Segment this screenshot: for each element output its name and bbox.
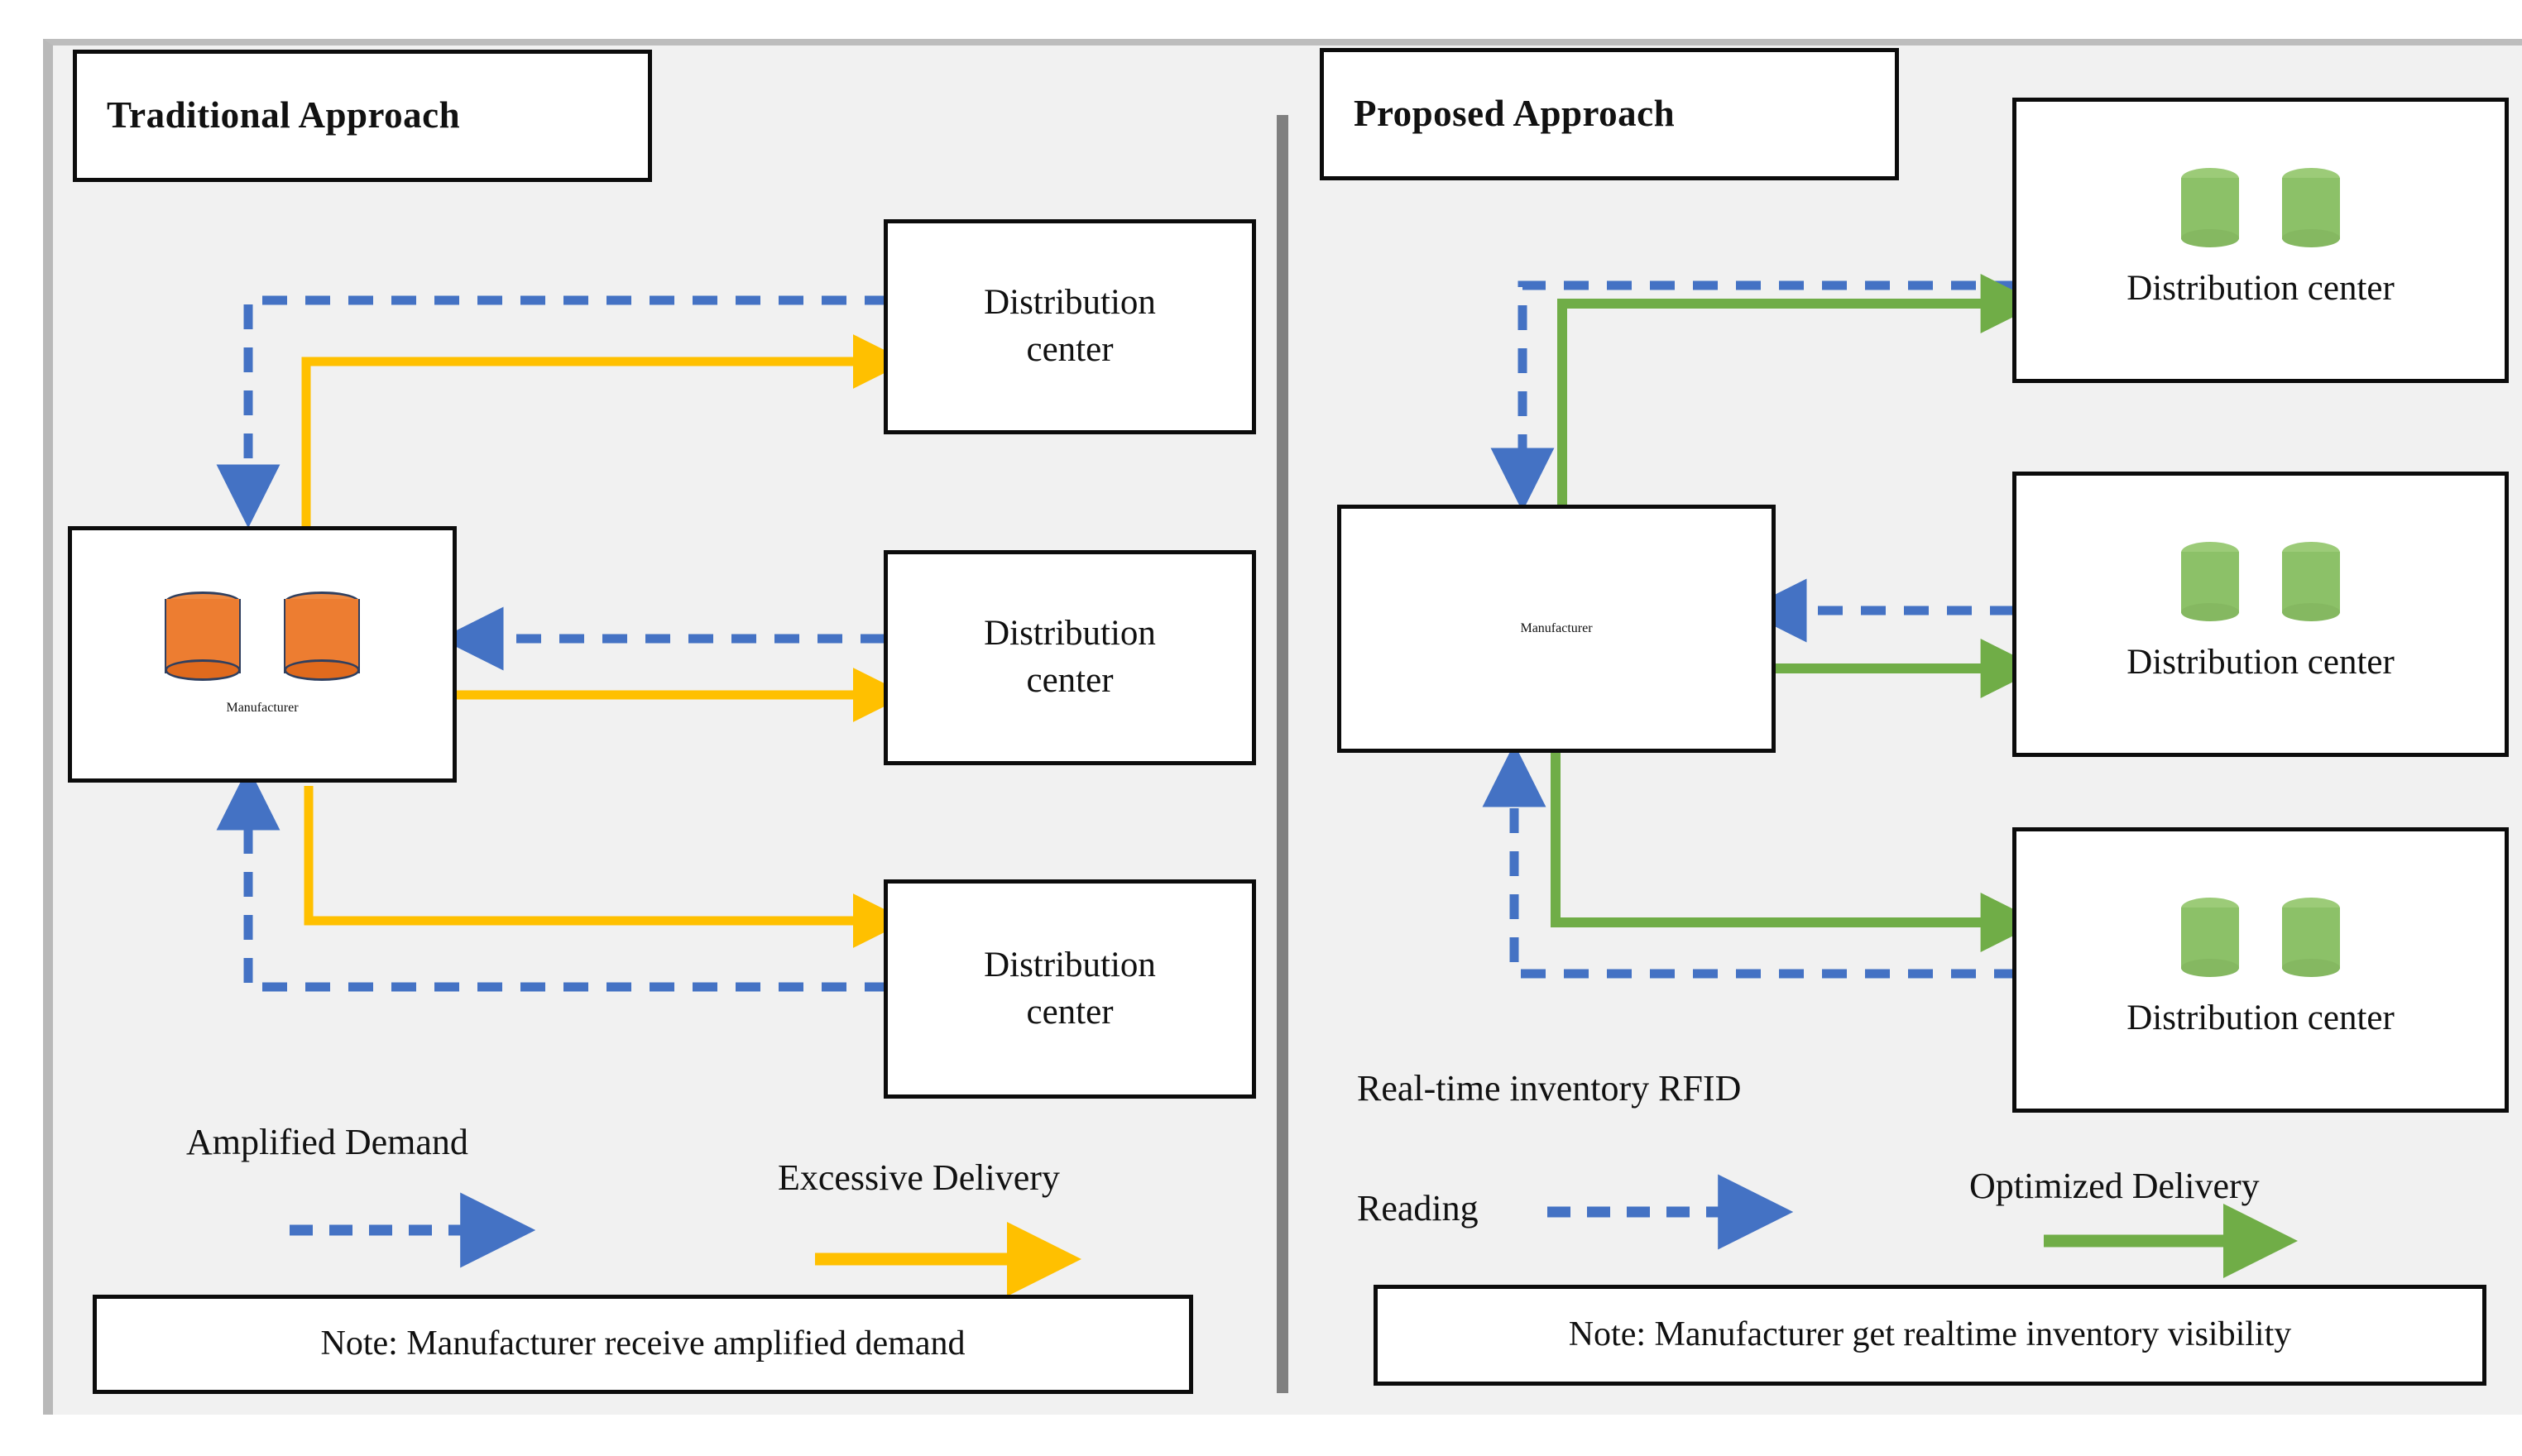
database-cylinder-icon	[284, 592, 360, 682]
dc-cylinder-group	[2181, 168, 2340, 248]
distribution-center-label: Distribution center	[2126, 999, 2395, 1038]
distribution-center-label: Distribution center	[2126, 643, 2395, 682]
legend-label-optimized-delivery: Optimized Delivery	[1969, 1166, 2260, 1206]
distribution-center-box-3: Distribution center	[2012, 827, 2509, 1113]
dc-cylinder-group	[2181, 542, 2340, 622]
database-cylinder-icon	[2282, 898, 2340, 978]
database-cylinder-icon	[165, 592, 241, 682]
database-cylinder-icon	[2181, 542, 2239, 622]
manufacturer-label: Manufacturer	[1520, 621, 1593, 636]
legend-label-amplified-demand: Amplified Demand	[186, 1122, 468, 1162]
note-box-traditional: Note: Manufacturer receive amplified dem…	[93, 1295, 1193, 1394]
distribution-center-label-line1: Distribution	[984, 614, 1156, 654]
distribution-center-label-line2: center	[1026, 330, 1114, 369]
manufacturer-label: Manufacturer	[226, 701, 299, 716]
distribution-center-label: Distribution center	[2126, 269, 2395, 309]
note-box-proposed: Note: Manufacturer get realtime inventor…	[1374, 1285, 2486, 1386]
manufacturer-cylinder-group	[165, 592, 360, 682]
proposed-approach-title: Proposed Approach	[1354, 93, 1676, 135]
legend-label-rfid-reading-line2: Reading	[1357, 1188, 1479, 1228]
note-text-traditional: Note: Manufacturer receive amplified dem…	[320, 1324, 966, 1363]
distribution-center-label-line1: Distribution	[984, 283, 1156, 323]
distribution-center-label-line2: center	[1026, 661, 1114, 700]
traditional-approach-title-box: Traditional Approach	[73, 50, 652, 182]
note-text-proposed: Note: Manufacturer get realtime inventor…	[1568, 1315, 2292, 1354]
proposed-approach-title-box: Proposed Approach	[1320, 48, 1899, 180]
distribution-center-box-1: Distribution center	[884, 219, 1256, 434]
database-cylinder-icon	[2282, 542, 2340, 622]
panel-divider	[1277, 115, 1288, 1393]
database-cylinder-icon	[2181, 898, 2239, 978]
distribution-center-box-3: Distribution center	[884, 879, 1256, 1099]
manufacturer-box-traditional: Manufacturer	[68, 526, 457, 783]
distribution-center-box-1: Distribution center	[2012, 98, 2509, 383]
legend-label-excessive-delivery: Excessive Delivery	[778, 1157, 1060, 1198]
legend-label-rfid-reading-line1: Real-time inventory RFID	[1357, 1068, 1742, 1109]
traditional-approach-title: Traditional Approach	[107, 94, 461, 136]
distribution-center-box-2: Distribution center	[884, 550, 1256, 765]
distribution-center-label-line1: Distribution	[984, 945, 1156, 984]
database-cylinder-icon	[2282, 168, 2340, 248]
database-cylinder-icon	[2181, 168, 2239, 248]
manufacturer-box-proposed: Manufacturer	[1337, 505, 1776, 753]
dc-cylinder-group	[2181, 898, 2340, 978]
distribution-center-label-line2: center	[1026, 992, 1114, 1032]
distribution-center-box-2: Distribution center	[2012, 472, 2509, 757]
